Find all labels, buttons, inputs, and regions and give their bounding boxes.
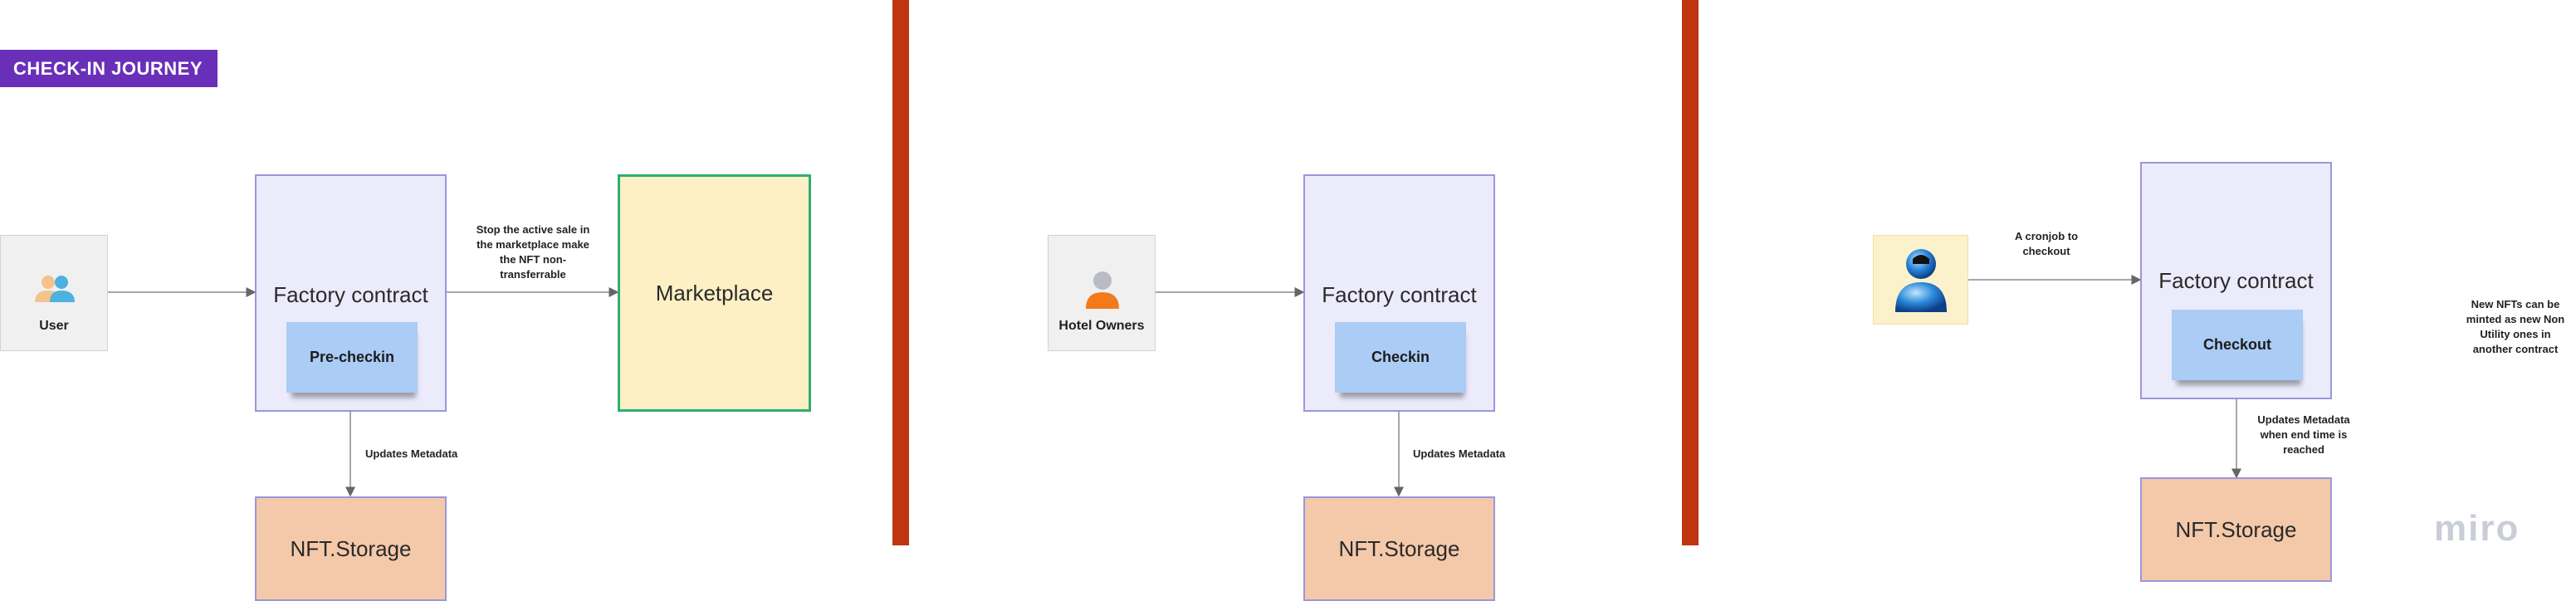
hotel-owners-actor-box[interactable]: Hotel Owners <box>1048 235 1156 351</box>
cronjob-actor-box[interactable] <box>1873 235 1968 325</box>
cronjob-arrow-note: A cronjob to checkout <box>2014 230 2079 257</box>
user-actor-box[interactable]: User <box>0 235 108 351</box>
updates-metadata-note-3: Updates Metadata when end time is reache… <box>2257 413 2350 456</box>
marketplace-box[interactable]: Marketplace <box>618 174 811 412</box>
pre-checkin-sticky[interactable]: Pre-checkin <box>286 322 418 393</box>
checkin-sticky[interactable]: Checkin <box>1335 322 1466 393</box>
updates-metadata-note-1: Updates Metadata <box>365 447 458 460</box>
users-icon <box>35 276 75 302</box>
nft-storage-3[interactable]: NFT.Storage <box>2140 477 2332 582</box>
blue-user-icon <box>1895 249 1947 312</box>
updates-metadata-note-2: Updates Metadata <box>1413 447 1506 460</box>
new-nfts-side-note: New NFTs can be minted as new Non Utilit… <box>2466 298 2565 355</box>
factory-contract-2[interactable]: Factory contract Checkin <box>1303 174 1495 412</box>
nft-storage-1[interactable]: NFT.Storage <box>255 496 447 601</box>
factory-contract-1[interactable]: Factory contract Pre-checkin <box>255 174 447 412</box>
user-label: User <box>39 319 69 333</box>
section-divider-1 <box>892 0 909 545</box>
marketplace-arrow-note: Stop the active sale in the marketplace … <box>476 223 590 281</box>
hotel-owners-label: Hotel Owners <box>1058 319 1145 333</box>
factory-contract-3[interactable]: Factory contract Checkout <box>2140 162 2332 399</box>
miro-watermark: miro <box>2434 508 2520 549</box>
factory-contract-2-title: Factory contract <box>1322 282 1477 307</box>
section-divider-2 <box>1682 0 1699 545</box>
factory-contract-1-title: Factory contract <box>273 282 428 307</box>
page-title: CHECK-IN JOURNEY <box>0 50 218 87</box>
person-icon <box>1086 271 1119 309</box>
factory-contract-3-title: Factory contract <box>2158 268 2314 293</box>
nft-storage-2[interactable]: NFT.Storage <box>1303 496 1495 601</box>
checkout-sticky[interactable]: Checkout <box>2172 310 2303 380</box>
